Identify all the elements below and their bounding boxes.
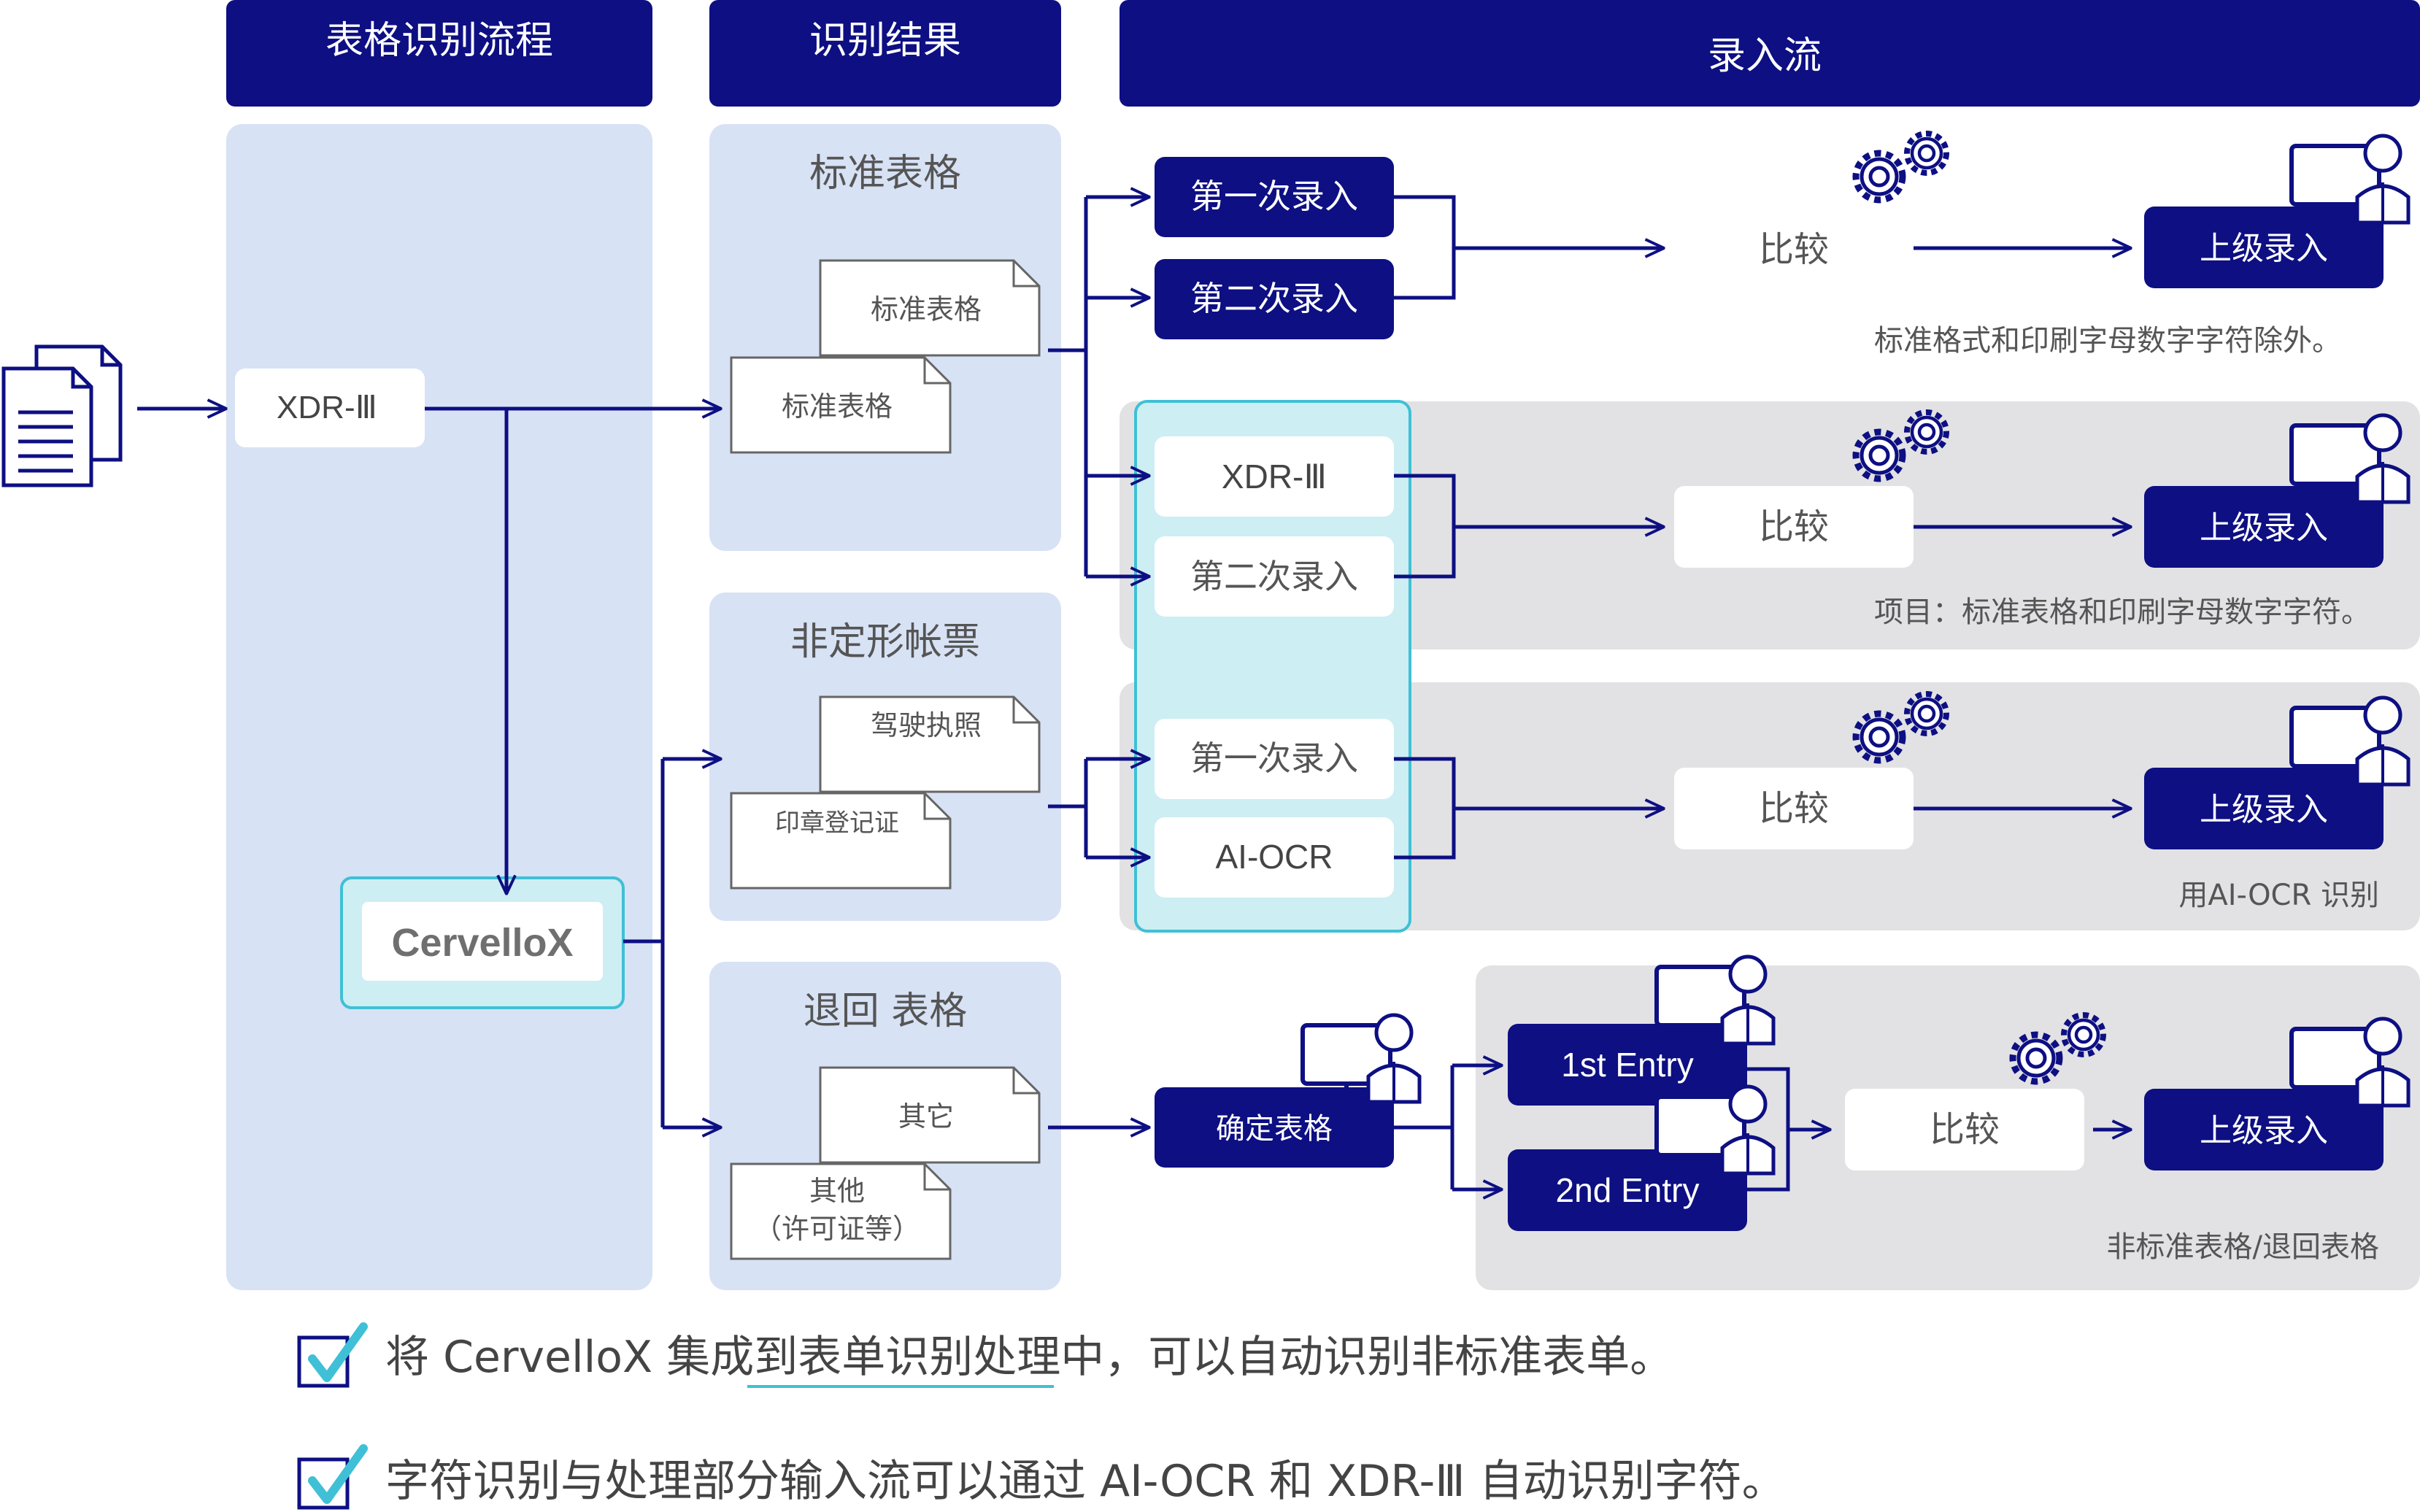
svg-text:其它: 其它 (898, 1100, 954, 1133)
flow4-compare-box (1845, 1089, 2084, 1170)
cervellox-engine-box: CervelloX (340, 876, 625, 1009)
svg-text:印章登记证: 印章登记证 (775, 809, 899, 838)
footer-bullet-1: 将 CervelloX 集成到表单识别处理中，可以自动识别非标准表单。 (297, 1322, 1673, 1388)
svg-text:比较: 比较 (1930, 1109, 2000, 1150)
result-to-flow-connectors (1048, 197, 1149, 1127)
svg-text:比较: 比较 (1759, 788, 1829, 829)
result-title-nonstandard: 非定形帐票 (790, 620, 980, 664)
svg-text:第二次录入: 第二次录入 (1190, 557, 1358, 596)
header-flow: 录入流 (1120, 0, 2420, 107)
flow1-supervisor-entry (2144, 207, 2384, 288)
svg-text:比较: 比较 (1759, 506, 1829, 547)
svg-text:驾驶执照: 驾驶执照 (871, 709, 982, 741)
result-title-returned: 退回 表格 (804, 990, 968, 1033)
svg-text:字符识别与处理部分输入流可以通过 AI-OCR 和 XDR-: 字符识别与处理部分输入流可以通过 AI-OCR 和 XDR-Ⅲ 自动识别字符。 (385, 1456, 1786, 1507)
result-title-standard: 标准表格 (809, 152, 961, 196)
xdr-engine-box: XDR-Ⅲ (235, 369, 425, 447)
flow2-xdr-entry (1155, 436, 1394, 517)
doc-card-seal-cert: 印章登记证 (730, 792, 952, 890)
svg-text:2nd Entry: 2nd Entry (1556, 1171, 1700, 1209)
svg-text:标准表格: 标准表格 (871, 293, 982, 325)
svg-text:（许可证等）: （许可证等） (754, 1213, 920, 1245)
flow-3: 第一次录入 AI-OCR 比较 上级录入 用AI-OCR 识别 (1155, 694, 2408, 912)
footer-bullet-2: 字符识别与处理部分输入流可以通过 AI-OCR 和 XDR-Ⅲ 自动识别字符。 (297, 1444, 1786, 1510)
svg-text:上级录入: 上级录入 (2200, 509, 2328, 547)
flow2-note: 项目：标准表格和印刷字母数字字符。 (1874, 595, 2370, 629)
flow1-gears-icon (1856, 134, 1946, 200)
svg-text:1st Entry: 1st Entry (1561, 1046, 1694, 1084)
flow4-note: 非标准表格/退回表格 (2107, 1230, 2379, 1264)
svg-text:上级录入: 上级录入 (2200, 230, 2328, 267)
flow1-second-entry (1155, 259, 1394, 339)
svg-text:上级录入: 上级录入 (2200, 791, 2328, 828)
flow1-first-entry (1155, 157, 1394, 237)
flow-2: XDR-Ⅲ 第二次录入 比较 上级录入 项目：标准表格和印刷字母数字字符。 (1155, 412, 2408, 629)
svg-text:表格识别流程: 表格识别流程 (325, 19, 553, 63)
flow-1: 第一次录入 第二次录入 比较 上级录入 标准格式和印刷字母数字字符除外。 (1155, 134, 2408, 358)
svg-text:XDR-Ⅲ: XDR-Ⅲ (1222, 458, 1327, 495)
doc-card-license: 驾驶执照 (819, 695, 1041, 793)
flow4-second-entry (1508, 1149, 1747, 1231)
svg-text:上级录入: 上级录入 (2200, 1112, 2328, 1149)
flow-4: 确定表格 1st Entry 2nd Entry 比较 上级录入 非标准表格/退… (1155, 957, 2408, 1264)
source-connectors (137, 409, 721, 1127)
checkbox-checked-icon (297, 1322, 368, 1388)
flow2-supervisor-entry (2144, 486, 2384, 568)
svg-text:标准表格: 标准表格 (782, 390, 893, 423)
svg-text:将 CervelloX 集成到表单识别处理中，可以自动识别非: 将 CervelloX 集成到表单识别处理中，可以自动识别非标准表单。 (385, 1332, 1673, 1383)
flow1-compare: 比较 (1759, 229, 1829, 270)
flow3-compare-box (1674, 768, 1914, 849)
header-result: 识别结果 (709, 0, 1061, 107)
doc-card-standard-front: 标准表格 (730, 356, 952, 454)
cervellox-logo: CervelloX (391, 921, 573, 965)
doc-card-standard-back: 标准表格 (819, 259, 1041, 357)
flow2-second-entry (1155, 536, 1394, 617)
doc-card-other-license: 其他 （许可证等） (730, 1162, 952, 1260)
doc-card-other: 其它 (819, 1066, 1041, 1164)
flow2-compare-box (1674, 486, 1914, 568)
flow4-confirm-form (1155, 1087, 1394, 1168)
header-process: 表格识别流程 (226, 0, 652, 107)
flow3-note: 用AI-OCR 识别 (2178, 879, 2379, 912)
process-panel (226, 124, 652, 1290)
svg-text:识别结果: 识别结果 (809, 19, 961, 63)
svg-text:录入流: 录入流 (1708, 34, 1822, 78)
flow1-note: 标准格式和印刷字母数字字符除外。 (1874, 324, 2341, 358)
svg-text:第一次录入: 第一次录入 (1190, 177, 1358, 216)
document-stack-icon (1, 344, 123, 487)
checkbox-checked-icon (297, 1444, 368, 1510)
svg-text:第一次录入: 第一次录入 (1190, 738, 1358, 778)
svg-text:确定表格: 确定表格 (1216, 1112, 1333, 1146)
flow4-supervisor-entry (2144, 1089, 2384, 1170)
svg-text:其他: 其他 (809, 1175, 865, 1207)
svg-text:AI-OCR: AI-OCR (1216, 838, 1333, 876)
svg-text:XDR-Ⅲ: XDR-Ⅲ (277, 390, 377, 425)
flow3-supervisor-entry (2144, 768, 2384, 849)
svg-text:第二次录入: 第二次录入 (1190, 279, 1358, 318)
flow3-first-entry (1155, 719, 1394, 799)
flow3-aiocr-entry (1155, 817, 1394, 898)
